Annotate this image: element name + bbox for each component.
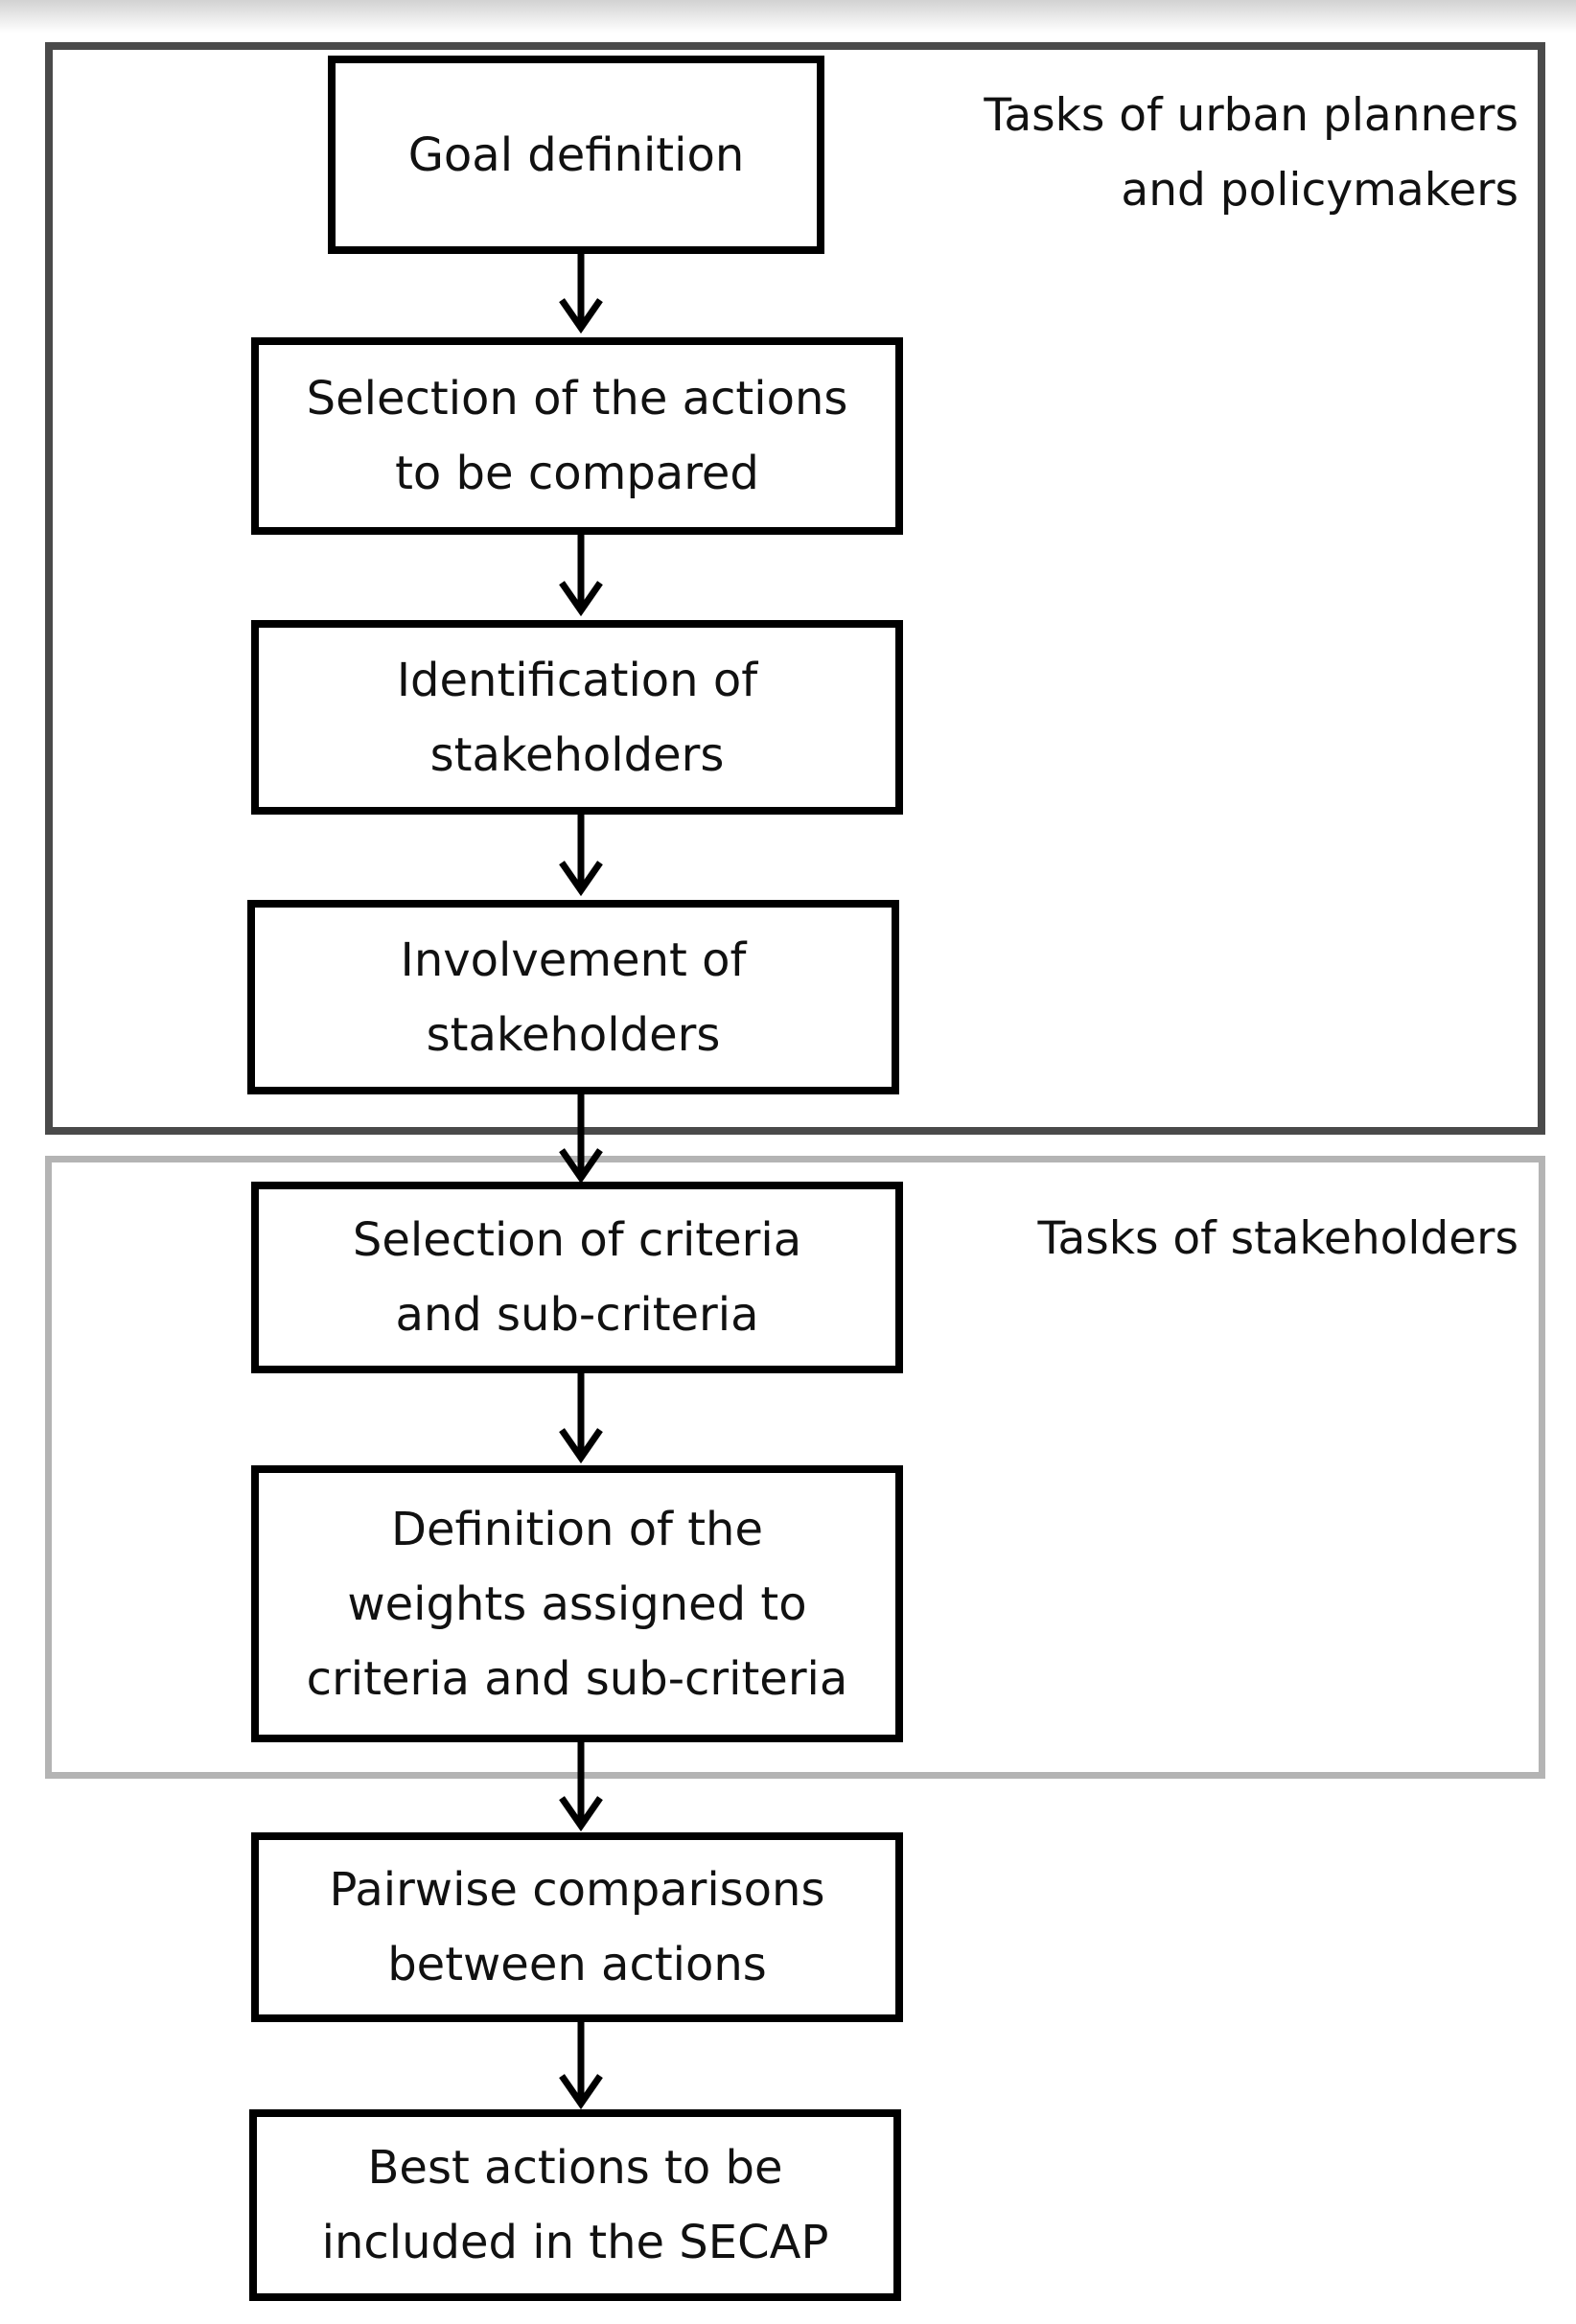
- step-best-actions-label: Best actions to be included in the SECAP: [321, 2141, 829, 2269]
- step-definition-of-weights: Definition of the weights assigned to cr…: [251, 1465, 903, 1742]
- step-definition-of-weights-label: Definition of the weights assigned to cr…: [306, 1502, 848, 1706]
- stakeholders-group-frame: [45, 1156, 1545, 1779]
- stakeholders-group-label: Tasks of stakeholders: [1037, 1212, 1518, 1265]
- arrow-3-4: [559, 811, 603, 897]
- arrow-1-2: [559, 250, 603, 334]
- arrow-6-7: [559, 1738, 603, 1832]
- arrow-7-8: [559, 2018, 603, 2110]
- step-best-actions: Best actions to be included in the SECAP: [249, 2109, 901, 2301]
- step-selection-of-actions: Selection of the actions to be compared: [251, 337, 903, 535]
- step-involvement-of-stakeholders: Involvement of stakeholders: [247, 900, 899, 1094]
- step-identification-of-stakeholders: Identification of stakeholders: [251, 620, 903, 815]
- arrow-2-3: [559, 531, 603, 617]
- planners-group-frame: [45, 42, 1545, 1135]
- step-pairwise-comparisons-label: Pairwise comparisons between actions: [329, 1863, 825, 1991]
- step-goal-definition-label: Goal definition: [407, 127, 745, 182]
- step-selection-of-actions-label: Selection of the actions to be compared: [306, 372, 848, 500]
- step-goal-definition: Goal definition: [328, 56, 824, 254]
- step-selection-of-criteria: Selection of criteria and sub-criteria: [251, 1182, 903, 1373]
- planners-group-label: Tasks of urban planners and policymakers: [984, 89, 1518, 217]
- step-involvement-of-stakeholders-label: Involvement of stakeholders: [400, 932, 747, 1062]
- top-shadow: [0, 0, 1576, 33]
- arrow-5-6: [559, 1369, 603, 1464]
- step-selection-of-criteria-label: Selection of criteria and sub-criteria: [352, 1213, 802, 1342]
- arrow-4-5: [559, 1091, 603, 1185]
- step-pairwise-comparisons: Pairwise comparisons between actions: [251, 1832, 903, 2022]
- step-identification-of-stakeholders-label: Identification of stakeholders: [396, 653, 758, 782]
